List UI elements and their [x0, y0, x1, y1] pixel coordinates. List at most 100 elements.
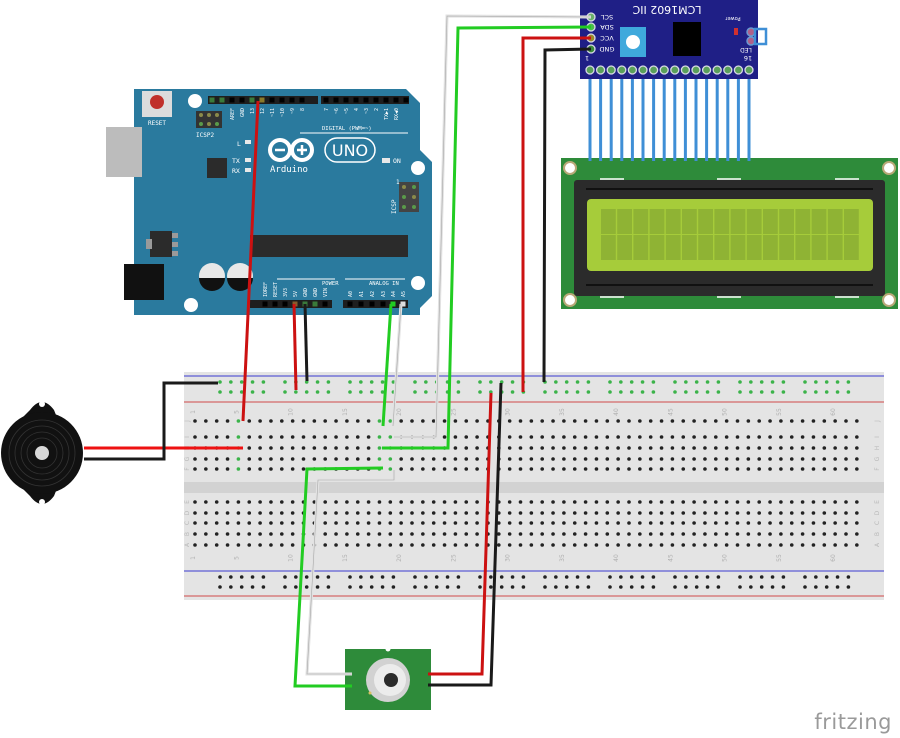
breadboard-hole[interactable] [312, 419, 317, 423]
breadboard-hole[interactable] [638, 457, 642, 461]
breadboard-hole[interactable] [800, 532, 805, 536]
breadboard-hole[interactable] [551, 521, 555, 525]
digital-header-pin[interactable] [289, 97, 295, 103]
breadboard-hole[interactable] [518, 457, 523, 461]
breadboard-hole[interactable] [247, 521, 252, 525]
lcd-header-pin[interactable] [744, 65, 754, 75]
breadboard-hole[interactable] [638, 467, 642, 471]
breadboard-hole[interactable] [269, 543, 273, 547]
breadboard-hole[interactable] [442, 543, 447, 547]
lcd-header-pin[interactable] [723, 65, 733, 75]
lcd-header-pin[interactable] [691, 65, 701, 75]
rail-hole[interactable] [759, 390, 764, 394]
rail-hole[interactable] [499, 575, 504, 579]
breadboard-hole[interactable] [290, 521, 295, 525]
breadboard-hole[interactable] [475, 419, 479, 423]
breadboard-hole[interactable] [540, 446, 544, 450]
breadboard-hole[interactable] [280, 511, 284, 515]
rail-hole[interactable] [716, 390, 721, 394]
breadboard-hole[interactable] [421, 467, 425, 471]
breadboard-hole[interactable] [605, 457, 610, 461]
breadboard-hole[interactable] [269, 532, 273, 536]
breadboard-hole[interactable] [551, 532, 555, 536]
rail-hole[interactable] [835, 575, 840, 579]
breadboard-hole[interactable] [214, 532, 219, 536]
rail-hole[interactable] [456, 575, 461, 579]
breadboard-hole[interactable] [431, 511, 436, 515]
rail-hole[interactable] [608, 585, 612, 589]
breadboard-hole[interactable] [681, 521, 686, 525]
breadboard-hole[interactable] [475, 446, 479, 450]
breadboard-hole[interactable] [562, 521, 566, 525]
breadboard-hole[interactable] [442, 419, 447, 423]
breadboard-hole[interactable] [735, 446, 740, 450]
breadboard-hole[interactable] [431, 457, 436, 461]
breadboard-hole[interactable] [627, 543, 631, 547]
breadboard-hole[interactable] [822, 457, 827, 461]
rail-hole[interactable] [803, 380, 807, 384]
breadboard-hole[interactable] [572, 467, 577, 471]
breadboard-hole[interactable] [280, 521, 284, 525]
breadboard-hole[interactable] [627, 446, 631, 450]
breadboard-hole[interactable] [746, 500, 751, 504]
breadboard-hole[interactable] [648, 446, 653, 450]
breadboard-hole[interactable] [779, 419, 783, 423]
rail-hole[interactable] [759, 380, 764, 384]
breadboard-hole[interactable] [345, 419, 349, 423]
breadboard-hole[interactable] [616, 467, 620, 471]
rail-hole[interactable] [250, 380, 255, 384]
breadboard-hole[interactable] [562, 511, 566, 515]
breadboard-hole[interactable] [475, 457, 479, 461]
breadboard-hole[interactable] [431, 532, 436, 536]
breadboard-hole[interactable] [844, 419, 848, 423]
breadboard-hole[interactable] [779, 446, 783, 450]
rail-hole[interactable] [294, 585, 298, 589]
breadboard-hole[interactable] [540, 467, 544, 471]
breadboard-hole[interactable] [529, 446, 534, 450]
rail-hole[interactable] [359, 390, 363, 394]
breadboard-hole[interactable] [464, 435, 469, 439]
breadboard-hole[interactable] [811, 435, 816, 439]
breadboard-hole[interactable] [714, 532, 718, 536]
rail-hole[interactable] [846, 390, 851, 394]
breadboard-hole[interactable] [236, 543, 241, 547]
breadboard-hole[interactable] [236, 521, 241, 525]
breadboard-hole[interactable] [724, 521, 729, 525]
breadboard-hole[interactable] [724, 457, 729, 461]
breadboard-hole[interactable] [225, 457, 230, 461]
breadboard-hole[interactable] [355, 457, 360, 461]
breadboard-hole[interactable] [681, 532, 686, 536]
breadboard-hole[interactable] [681, 446, 686, 450]
rail-hole[interactable] [749, 575, 753, 579]
rail-hole[interactable] [250, 390, 255, 394]
breadboard-hole[interactable] [800, 500, 805, 504]
rail-hole[interactable] [694, 390, 699, 394]
breadboard-hole[interactable] [681, 457, 686, 461]
breadboard-hole[interactable] [366, 435, 371, 439]
rail-hole[interactable] [510, 585, 515, 589]
breadboard-hole[interactable] [670, 435, 675, 439]
breadboard-hole[interactable] [258, 511, 262, 515]
breadboard-hole[interactable] [312, 457, 317, 461]
breadboard-hole[interactable] [551, 435, 555, 439]
breadboard-hole[interactable] [844, 467, 848, 471]
breadboard-hole[interactable] [681, 419, 686, 423]
breadboard-hole[interactable] [703, 521, 707, 525]
breadboard-hole[interactable] [214, 511, 219, 515]
breadboard-hole[interactable] [507, 446, 512, 450]
breadboard-hole[interactable] [301, 446, 306, 450]
breadboard-hole[interactable] [692, 419, 696, 423]
breadboard-hole[interactable] [551, 457, 555, 461]
breadboard-hole[interactable] [388, 457, 393, 461]
breadboard-hole[interactable] [258, 457, 262, 461]
breadboard-hole[interactable] [551, 511, 555, 515]
breadboard-hole[interactable] [225, 500, 230, 504]
breadboard-hole[interactable] [236, 500, 241, 504]
rail-hole[interactable] [489, 380, 493, 384]
breadboard-hole[interactable] [518, 511, 523, 515]
breadboard-hole[interactable] [355, 521, 360, 525]
breadboard-hole[interactable] [833, 511, 837, 515]
breadboard-hole[interactable] [355, 500, 360, 504]
breadboard-hole[interactable] [572, 419, 577, 423]
breadboard-hole[interactable] [247, 457, 252, 461]
